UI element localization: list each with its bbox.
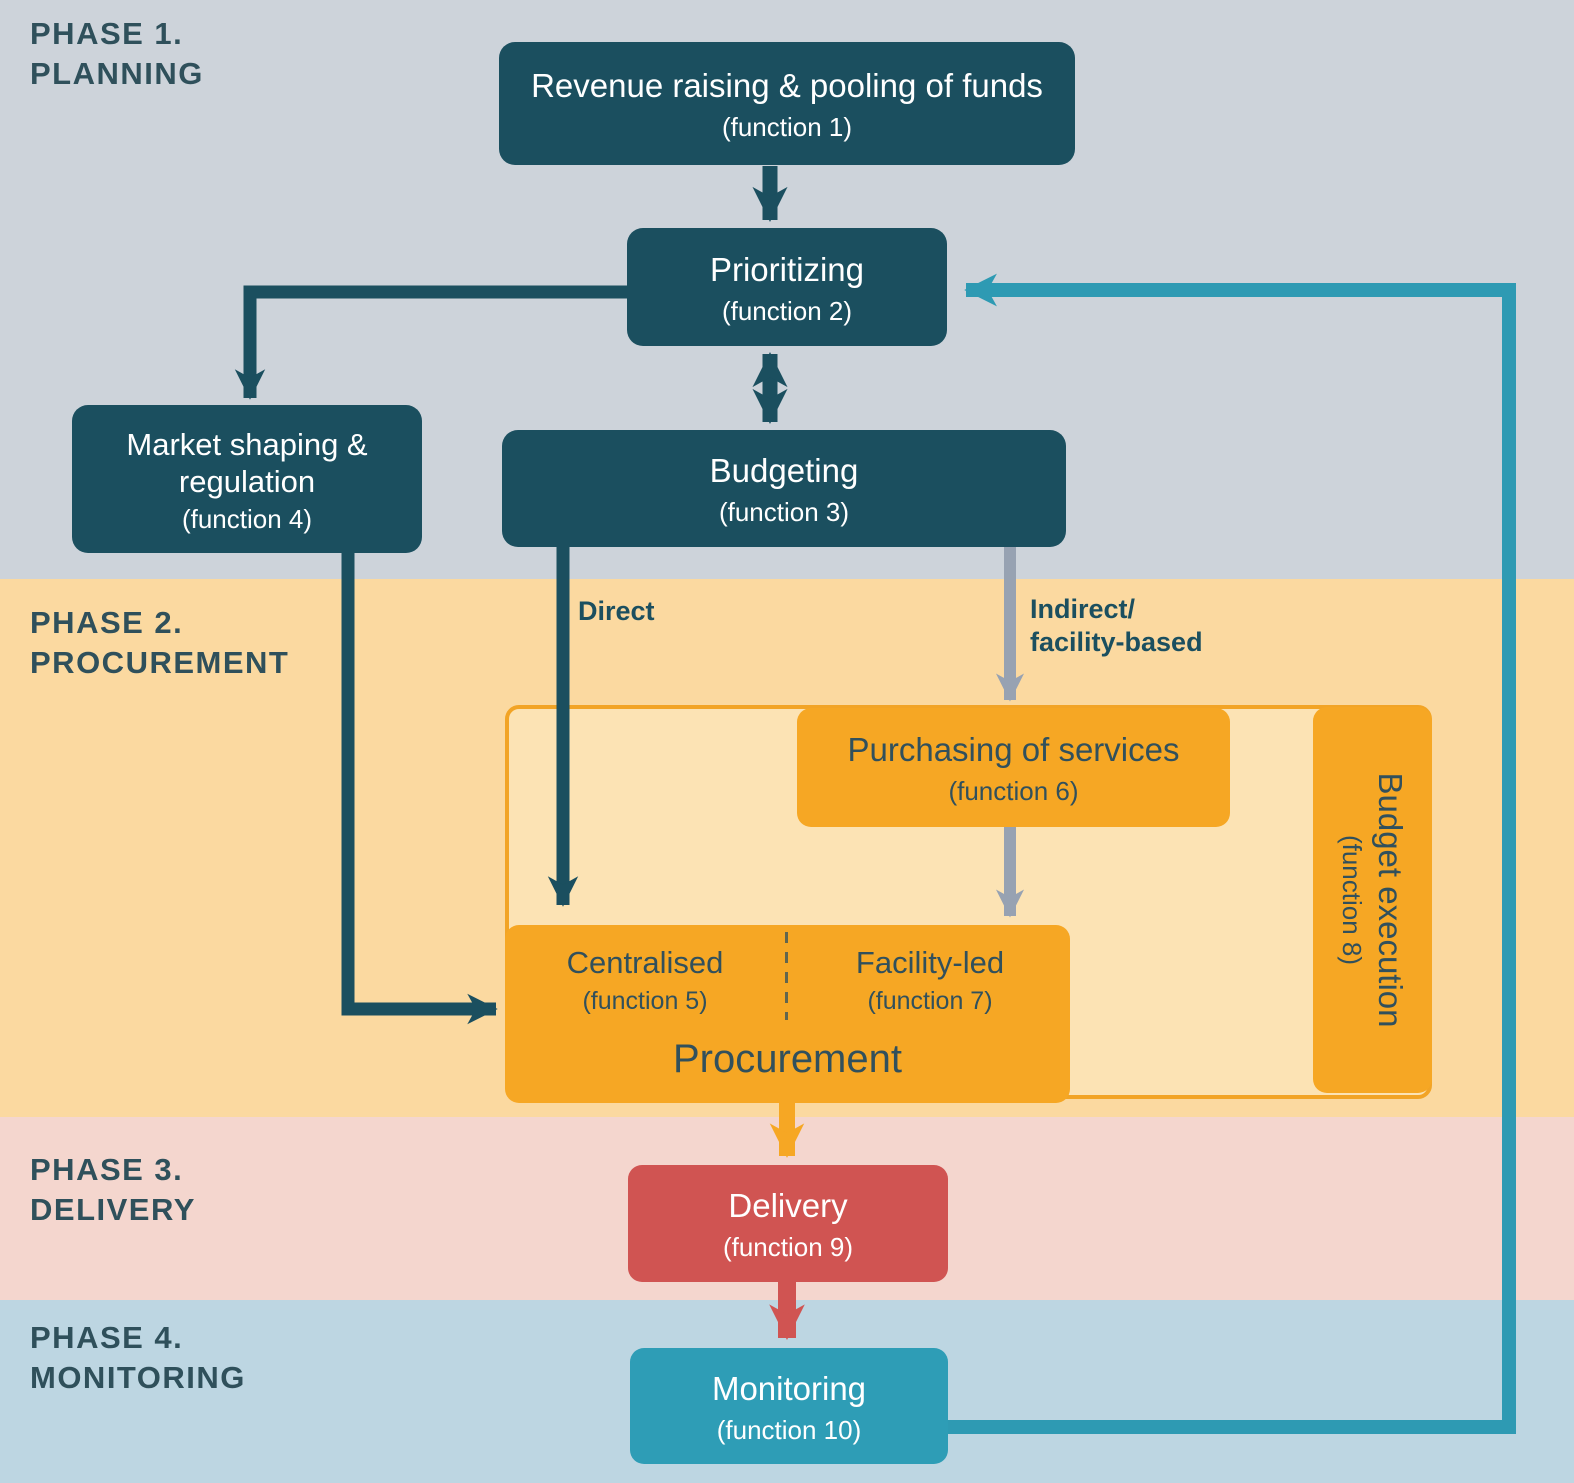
procurement-box-label: Procurement bbox=[673, 1037, 902, 1081]
centralised-facility-divider bbox=[785, 932, 788, 1020]
phase2-label-line1: PHASE 2. bbox=[30, 605, 184, 640]
node-centralised-subtitle: (function 5) bbox=[582, 987, 708, 1015]
procurement-centralised-column: Centralised (function 5) bbox=[505, 945, 785, 1016]
phase3-label: PHASE 3. DELIVERY bbox=[30, 1150, 196, 1230]
budget-execution-box bbox=[1313, 707, 1432, 1093]
phase1-label: PHASE 1. PLANNING bbox=[30, 14, 204, 94]
arrow-market-shaping-to-centralised bbox=[341, 553, 498, 1025]
node-prioritizing-title: Prioritizing bbox=[709, 250, 865, 288]
node-market-shaping-title: Market shaping & regulation bbox=[126, 426, 368, 499]
node-market-shaping: Market shaping & regulation (function 4) bbox=[72, 405, 422, 553]
edge-label-indirect-line2: facility-based bbox=[1030, 627, 1203, 657]
phase3-label-line2: DELIVERY bbox=[30, 1192, 196, 1227]
node-facility-led-title: Facility-led bbox=[855, 945, 1005, 980]
phase1-label-line2: PLANNING bbox=[30, 56, 204, 91]
budget-execution-label: Budget execution (function 8) bbox=[1314, 710, 1432, 1090]
edge-label-indirect: Indirect/ facility-based bbox=[1030, 593, 1203, 659]
node-monitoring: Monitoring (function 10) bbox=[630, 1348, 948, 1464]
phase1-label-line1: PHASE 1. bbox=[30, 16, 184, 51]
node-market-shaping-subtitle: (function 4) bbox=[181, 503, 313, 534]
node-delivery: Delivery (function 9) bbox=[628, 1165, 948, 1282]
node-revenue-raising-title: Revenue raising & pooling of funds bbox=[531, 67, 1043, 104]
arrow-prioritizing-to-market-shaping bbox=[234, 285, 627, 400]
node-prioritizing: Prioritizing (function 2) bbox=[627, 228, 947, 346]
node-budgeting-title: Budgeting bbox=[709, 452, 859, 489]
node-purchasing-subtitle: (function 6) bbox=[948, 776, 1079, 806]
phase4-label-line2: MONITORING bbox=[30, 1360, 246, 1395]
budget-execution-subtitle: (function 8) bbox=[1337, 834, 1368, 966]
edge-label-indirect-line1: Indirect/ bbox=[1030, 594, 1136, 624]
phase4-label-line1: PHASE 4. bbox=[30, 1320, 184, 1355]
node-facility-led-subtitle: (function 7) bbox=[867, 987, 993, 1015]
node-delivery-subtitle: (function 9) bbox=[722, 1232, 854, 1262]
node-monitoring-title: Monitoring bbox=[711, 1369, 867, 1407]
phase4-label: PHASE 4. MONITORING bbox=[30, 1318, 246, 1398]
phase3-label-line1: PHASE 3. bbox=[30, 1152, 184, 1187]
edge-label-direct: Direct bbox=[578, 596, 655, 626]
procurement-facility-led-column: Facility-led (function 7) bbox=[790, 945, 1070, 1016]
arrow-monitoring-feedback-to-prioritizing bbox=[947, 273, 1516, 1434]
node-purchasing-of-services: Purchasing of services (function 6) bbox=[797, 708, 1230, 827]
node-revenue-raising: Revenue raising & pooling of funds (func… bbox=[499, 42, 1075, 165]
phase2-label-line2: PROCUREMENT bbox=[30, 645, 290, 680]
phase2-label: PHASE 2. PROCUREMENT bbox=[30, 603, 289, 683]
node-purchasing-title: Purchasing of services bbox=[847, 731, 1180, 768]
node-monitoring-subtitle: (function 10) bbox=[716, 1414, 862, 1445]
node-revenue-raising-subtitle: (function 1) bbox=[721, 112, 853, 142]
node-prioritizing-subtitle: (function 2) bbox=[721, 295, 853, 326]
node-delivery-title: Delivery bbox=[728, 1187, 848, 1224]
node-centralised-title: Centralised bbox=[566, 945, 724, 980]
node-budgeting: Budgeting (function 3) bbox=[502, 430, 1066, 547]
budget-execution-title: Budget execution bbox=[1372, 772, 1410, 1028]
node-budgeting-subtitle: (function 3) bbox=[718, 497, 850, 527]
